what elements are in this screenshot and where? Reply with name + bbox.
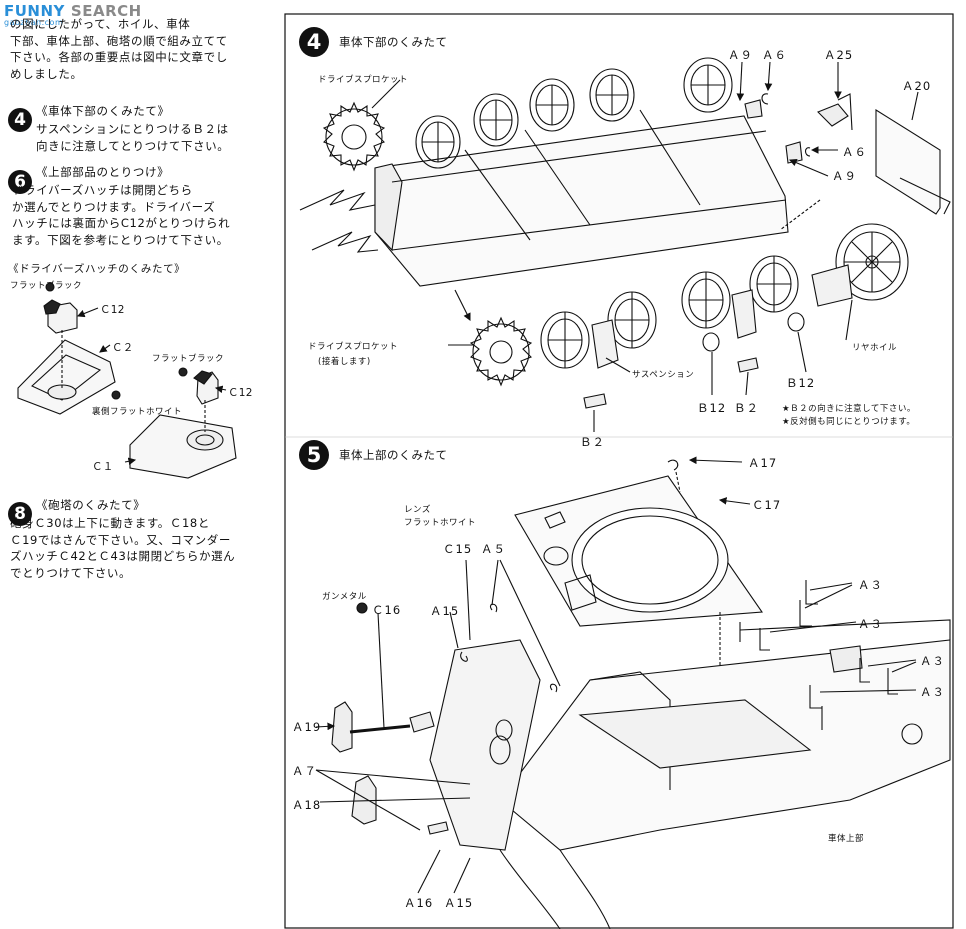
label-b2-left: Ｂ２ xyxy=(580,435,605,449)
note-4-body: サスペンションにとりつけるＢ２は 向きに注意してとりつけて下さい。 xyxy=(36,122,230,153)
hatch-c12b: Ｃ12 xyxy=(228,387,253,399)
step-4-title: 車体下部のくみたて xyxy=(339,35,448,49)
hatch-title: 《ドライバーズハッチのくみたて》 xyxy=(8,263,186,275)
label-a7: Ａ７ xyxy=(292,764,317,778)
watermark-search: SEARCH xyxy=(70,2,142,20)
lower-hull-drawing xyxy=(299,57,951,432)
step-4-badge: 4 xyxy=(299,27,329,57)
note-8-badge: 8 xyxy=(8,502,32,526)
watermark-sub: gaozhan.com xyxy=(4,18,64,27)
step-5-title: 車体上部のくみたて xyxy=(339,448,448,462)
label-a3-1: Ａ３ xyxy=(858,578,883,592)
label-a3-2: Ａ３ xyxy=(858,617,883,631)
step-5-badge: 5 xyxy=(299,440,329,470)
note-6-badge: 6 xyxy=(8,170,32,194)
hatch-assembly-drawing xyxy=(17,282,237,479)
note-6-body: ドライバーズハッチは開閉どちら か選んでとりつけます。ドライバーズ ハッチには裏… xyxy=(12,183,231,247)
label-a9-top: Ａ９ xyxy=(728,48,753,62)
label-b2-mid: Ｂ２ xyxy=(734,401,759,415)
label-drive-sprocket-note: (接着します) xyxy=(318,357,371,367)
label-a3-4: Ａ３ xyxy=(920,685,945,699)
label-suspension: サスペンション xyxy=(632,370,695,380)
label-a9-mid: Ａ９ xyxy=(832,169,857,183)
label-lens: レンズ xyxy=(404,505,431,515)
label-b12-right: Ｂ12 xyxy=(786,376,816,390)
hatch-flat-black-2: フラットブラック xyxy=(152,354,225,364)
note-8-body: 砲身Ｃ30は上下に動きます。Ｃ18と Ｃ19ではさんで下さい。又、コマンダー ズ… xyxy=(10,516,236,580)
note-b2-direction: ★Ｂ２の向きに注意して下さい。 xyxy=(782,404,916,414)
hatch-c2: Ｃ２ xyxy=(112,342,134,354)
instruction-frame xyxy=(284,13,954,929)
hatch-c12a: Ｃ12 xyxy=(100,304,125,316)
label-a20: Ａ20 xyxy=(902,79,932,93)
note-4-badge: 4 xyxy=(8,108,32,132)
label-a6-mid: Ａ６ xyxy=(842,145,867,159)
label-drive-sprocket-top: ドライブスプロケット xyxy=(318,75,409,85)
label-drive-sprocket-bottom: ドライブスプロケット xyxy=(308,342,399,352)
label-gunmetal: ガンメタル xyxy=(322,592,367,602)
note-opposite-side: ★反対側も同じにとりつけます。 xyxy=(782,417,916,427)
hatch-c1: Ｃ１ xyxy=(92,461,114,473)
label-c16: Ｃ16 xyxy=(372,603,402,617)
label-a6-top: Ａ６ xyxy=(762,48,787,62)
label-a25: Ａ25 xyxy=(824,48,854,62)
hatch-back-white: 裏側フラットホワイト xyxy=(92,407,183,417)
intro-text: の図にしたがって、ホイル、車体 下部、車体上部、砲塔の順で組み立てて 下さい。各… xyxy=(10,17,228,81)
label-lens-color: フラットホワイト xyxy=(404,518,477,528)
label-a16: Ａ16 xyxy=(404,896,434,910)
label-c17: Ｃ17 xyxy=(752,498,782,512)
note-8-title: 《砲塔のくみたて》 xyxy=(36,498,146,512)
label-a17: Ａ17 xyxy=(748,456,778,470)
label-c15: Ｃ15 xyxy=(443,542,473,556)
label-a15-bottom: Ａ15 xyxy=(444,896,474,910)
watermark-logo: FUNNY SEARCH gaozhan.com xyxy=(4,2,142,27)
upper-hull-drawing xyxy=(315,456,951,929)
note-4-title: 《車体下部のくみたて》 xyxy=(36,104,170,118)
label-a5: Ａ５ xyxy=(481,542,506,556)
label-a19: Ａ19 xyxy=(292,720,322,734)
watermark-brand: FUNNY xyxy=(4,2,65,20)
label-a18: Ａ18 xyxy=(292,798,322,812)
note-6-title: 《上部部品のとりつけ》 xyxy=(36,165,170,179)
label-b12-mid: Ｂ12 xyxy=(697,401,727,415)
label-a3-3: Ａ３ xyxy=(920,654,945,668)
label-rear-wheel: リヤホイル xyxy=(852,343,898,353)
label-upper-hull: 車体上部 xyxy=(828,834,865,844)
label-a15-top: Ａ15 xyxy=(430,604,460,618)
